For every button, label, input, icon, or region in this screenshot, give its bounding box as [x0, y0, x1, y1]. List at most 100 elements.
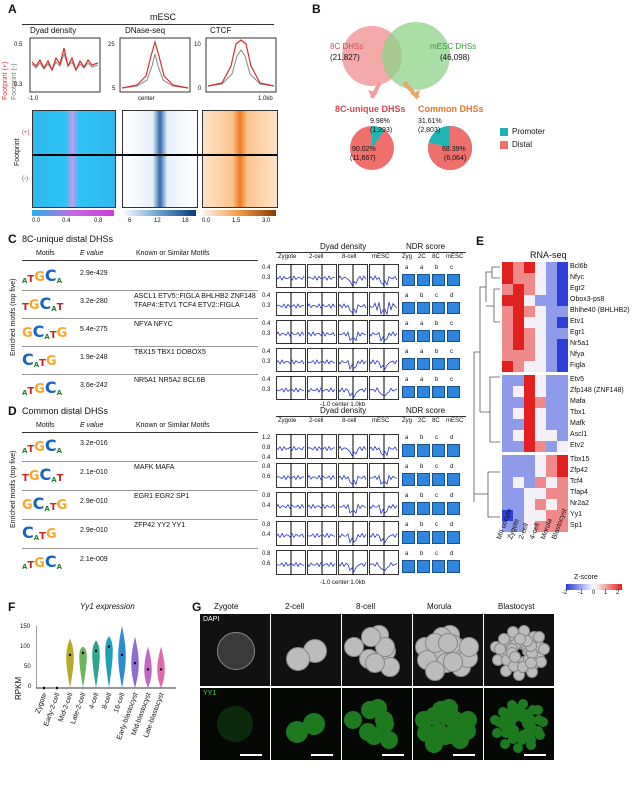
- cb3-1: 1.5: [232, 218, 241, 224]
- violin-plot: [36, 626, 176, 690]
- ndr-letter: a: [405, 349, 409, 355]
- footprint-axis-label: Footprint: [14, 138, 21, 166]
- c-stage-2: 2-cell: [309, 254, 324, 260]
- heatmap-cell: [546, 273, 557, 284]
- gene-label: Etv2: [570, 442, 585, 449]
- motif-logo-letter: C: [22, 341, 34, 344]
- heatmap-cell: [524, 455, 535, 466]
- violin-ytick-50: 50: [24, 664, 31, 670]
- ndr-letter: d: [450, 293, 454, 299]
- motif-logo: GCATGCAT: [22, 494, 68, 516]
- dyad-line: [307, 445, 336, 452]
- motif-known: NR5A1 NR5A2 BCL6B: [134, 377, 206, 384]
- yy1-signal: [374, 710, 393, 729]
- heatmap-cell: [557, 455, 568, 466]
- motif-logo: GCATGCAT: [22, 322, 68, 344]
- yy1-panel: [484, 688, 554, 760]
- ndr-letter: a: [420, 321, 424, 327]
- yy1-signal: [344, 710, 363, 729]
- panel-d-letter: D: [8, 404, 17, 418]
- yy1-signal: [508, 724, 519, 735]
- c-stage-3: 8-cell: [342, 254, 357, 260]
- heatmap-cell: [535, 397, 546, 408]
- dyad-track: [276, 320, 306, 344]
- heatmap-cell: [535, 317, 546, 328]
- dyad-line: [307, 503, 336, 510]
- motif-logo-letter: C: [22, 369, 34, 372]
- heatmap-cell: [513, 477, 524, 488]
- motif-logo-letter: T: [39, 358, 46, 369]
- dyad-ytick: 0.8: [262, 464, 271, 470]
- motif-logo-letter: T: [56, 302, 64, 313]
- dyad-line: [338, 387, 367, 398]
- rna-heatmap: [473, 262, 568, 532]
- cb1-1: 0.4: [62, 218, 71, 224]
- violin-median: [107, 645, 111, 648]
- dyad-track: [307, 320, 337, 344]
- motif-evalue: 3.2e-280: [80, 298, 108, 305]
- dyad-track: [307, 348, 337, 372]
- heatmap-cell: [502, 419, 513, 430]
- dyad-minus-line: [31, 52, 99, 71]
- ndr-letter: b: [435, 321, 439, 327]
- pie-unique: [350, 126, 394, 170]
- scale-bar: [524, 754, 546, 756]
- venn-diagram: [342, 22, 450, 90]
- heatmap-cell: [535, 284, 546, 295]
- heatmap-cell: [546, 521, 557, 532]
- c-dyad-rule: [276, 252, 400, 253]
- zscore-label: Z-score: [574, 574, 598, 581]
- motif-logo-letter: T: [49, 502, 57, 513]
- gene-label: Etv5: [570, 376, 585, 383]
- panel-d-side-label: Enriched motifs (top five): [10, 450, 17, 528]
- heatmap-cell: [557, 477, 568, 488]
- heatmap-cell: [535, 488, 546, 499]
- heatmap-cell: [524, 477, 535, 488]
- d-header-rule: [22, 432, 258, 433]
- motif-logo-letter: C: [39, 465, 52, 484]
- profile-title-ctcf: CTCF: [210, 26, 232, 35]
- panel-f-letter: F: [8, 600, 16, 614]
- panel-g-letter: G: [192, 600, 202, 614]
- motif-logo-letter: G: [34, 440, 45, 455]
- heatmap-cell: [546, 430, 557, 441]
- heatmap-cell: [546, 408, 557, 419]
- ndr-box: [447, 330, 460, 342]
- violin-ylabel: RPKM: [14, 676, 23, 700]
- heatmap-cell: [535, 419, 546, 430]
- motif-logo-letter: C: [44, 266, 57, 285]
- heatmap-cell: [546, 488, 557, 499]
- dyad-ytick-bottom: 0.3: [14, 82, 23, 88]
- dyad-track: [338, 434, 368, 459]
- heatmap-cell: [557, 339, 568, 350]
- stage-title: 8-cell: [356, 602, 376, 611]
- dyad-line: [338, 503, 367, 514]
- heatmap-cell: [502, 328, 513, 339]
- heatmap-cell: [557, 375, 568, 386]
- ndr-box: [447, 560, 460, 573]
- dyad-ytick: 0.8: [262, 551, 271, 557]
- motif-logo-letter: G: [28, 298, 40, 313]
- ndr-box: [417, 473, 430, 486]
- heatmap-cell: [524, 397, 535, 408]
- dyad-track: [369, 521, 399, 546]
- ndr-box: [417, 386, 430, 398]
- dyad-track: [276, 492, 306, 517]
- ndr-letter: b: [435, 377, 439, 383]
- heatmap-cell: [535, 306, 546, 317]
- heatmap-cell: [502, 455, 513, 466]
- heatmap-cell: [502, 262, 513, 273]
- heatmap-cell: [535, 375, 546, 386]
- gene-label: Egr2: [570, 285, 585, 292]
- yy1-signal: [518, 699, 529, 710]
- arrow-head-common: [410, 90, 420, 98]
- heatmap-cell: [557, 295, 568, 306]
- heatmap-cell: [513, 430, 524, 441]
- c-dist-pct: 68.39%: [442, 146, 466, 153]
- violin: [92, 640, 100, 688]
- motif-evalue: 2.1e-010: [80, 469, 108, 476]
- heatmap-cell: [513, 466, 524, 477]
- heatmap-cell: [513, 521, 524, 532]
- ndr-box: [402, 502, 415, 515]
- heatmap-cell: [513, 488, 524, 499]
